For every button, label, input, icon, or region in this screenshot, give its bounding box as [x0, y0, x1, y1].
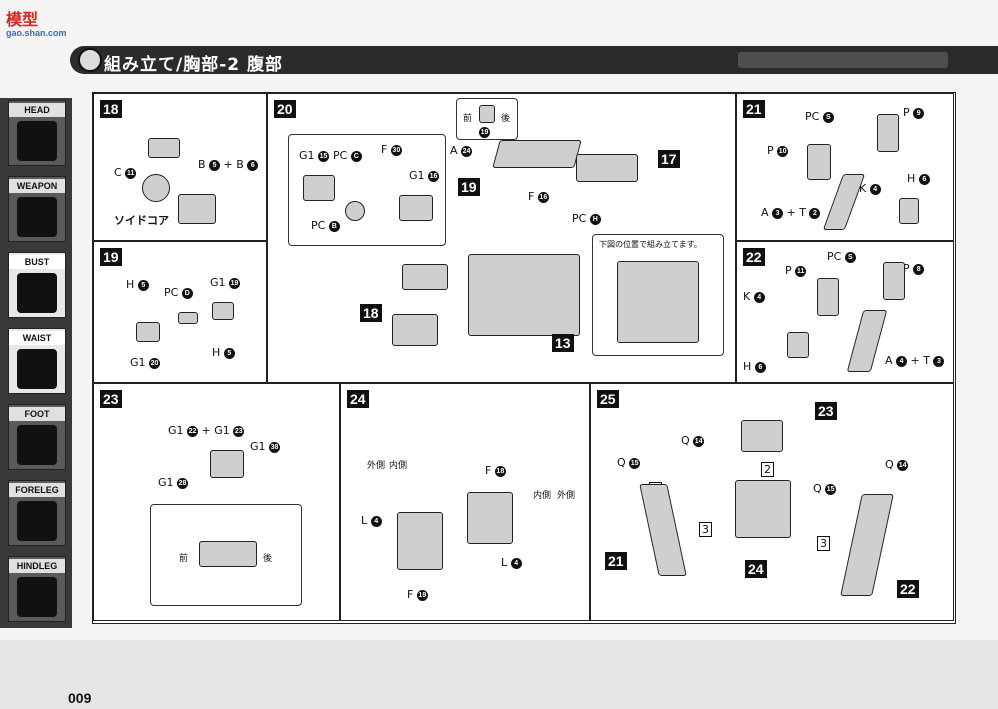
gear-icon	[78, 48, 102, 72]
part-c	[148, 138, 180, 158]
assembly-18-placed	[392, 314, 438, 346]
weapon-icon	[17, 197, 57, 237]
bust-icon	[17, 273, 57, 313]
assembly-23	[210, 450, 244, 478]
part-g1-15	[303, 175, 335, 201]
part-pc-d	[178, 312, 198, 324]
part-a-4	[846, 310, 888, 372]
part-a-24	[492, 140, 582, 168]
header-decoration	[738, 52, 948, 68]
part-a-3	[822, 174, 866, 230]
part-p-9	[877, 114, 899, 152]
sidebar-item-foot[interactable]: FOOT	[8, 404, 66, 470]
waist-icon	[17, 349, 57, 389]
assembly-13	[468, 254, 580, 336]
sidebar-item-bust[interactable]: BUST	[8, 252, 66, 318]
orientation-box: 前 後 19	[456, 98, 518, 140]
sidebar-item-hindleg[interactable]: HINDLEG	[8, 556, 66, 622]
zoid-core	[142, 174, 170, 202]
part-p-8	[883, 262, 905, 300]
orientation-detail-box: 前 後	[150, 504, 302, 606]
foreleg-icon	[17, 501, 57, 541]
assembly-17	[576, 154, 638, 182]
part-p-10	[807, 144, 831, 180]
foot-icon	[17, 425, 57, 465]
step-24-panel: 24 外側 内側 内側 外側 F 18 L 4 L 4 F 19	[340, 383, 590, 621]
step-18-panel: 18 C 11 B 5 + B 6 ソイドコア	[93, 93, 267, 241]
assembly-23-placed	[741, 420, 783, 452]
section-sidebar: HEAD WEAPON BUST WAIST FOOT FORELEG HIND…	[0, 98, 72, 628]
step-22-panel: 22 PC S P 11 P 8 K 4 H 6 A 4 + T 3	[736, 241, 954, 383]
step-23-panel: 23 G1 22 + G1 23 G1 38 G1 28 前 後	[93, 383, 340, 621]
part-f-19	[397, 512, 443, 570]
page-number: 009	[68, 690, 92, 706]
part-g1-19	[212, 302, 234, 320]
part-pc-b	[345, 201, 365, 221]
part-h-6	[899, 198, 919, 224]
part-g1-15-assembled	[402, 264, 448, 290]
step-19-panel: 19 H 5 PC D G1 19 G1 20 H 5	[93, 241, 267, 383]
part-g1-20	[136, 322, 160, 342]
sidebar-item-weapon[interactable]: WEAPON	[8, 176, 66, 242]
sidebar-item-head[interactable]: HEAD	[8, 100, 66, 166]
sidebar-item-foreleg[interactable]: FORELEG	[8, 480, 66, 546]
step-25-panel: 25 Q 14 Q 15 Q 15 Q 14 1 2 3 3 23 21 24 …	[590, 383, 954, 621]
part-f-18	[467, 492, 513, 544]
step-20-panel: 20 G1 15 PC C F 30 G1 16 PC B 前 後 19 A 2…	[267, 93, 736, 383]
hindleg-icon	[17, 577, 57, 617]
assembly-24-placed	[735, 480, 791, 538]
assembly-18	[178, 194, 216, 224]
head-icon	[17, 121, 57, 161]
sidebar-item-waist[interactable]: WAIST	[8, 328, 66, 394]
assembly-21-placed	[639, 484, 687, 576]
site-watermark: 模型 gao.shan.com	[6, 12, 67, 38]
position-reference-box: 下図の位置で組み立てます。	[592, 234, 724, 356]
assembly-22-placed	[840, 494, 894, 596]
part-p-11	[817, 278, 839, 316]
page-title: 組み立て/胸部-2 腹部	[104, 55, 284, 75]
footer-decoration	[0, 640, 998, 709]
part-h-6	[787, 332, 809, 358]
step-21-panel: 21 PC S P 9 P 10 K 4 H 6 A 3 + T 2	[736, 93, 954, 241]
step-20-detail-box: G1 15 PC C F 30 G1 16 PC B	[288, 134, 446, 246]
part-g1-16	[399, 195, 433, 221]
